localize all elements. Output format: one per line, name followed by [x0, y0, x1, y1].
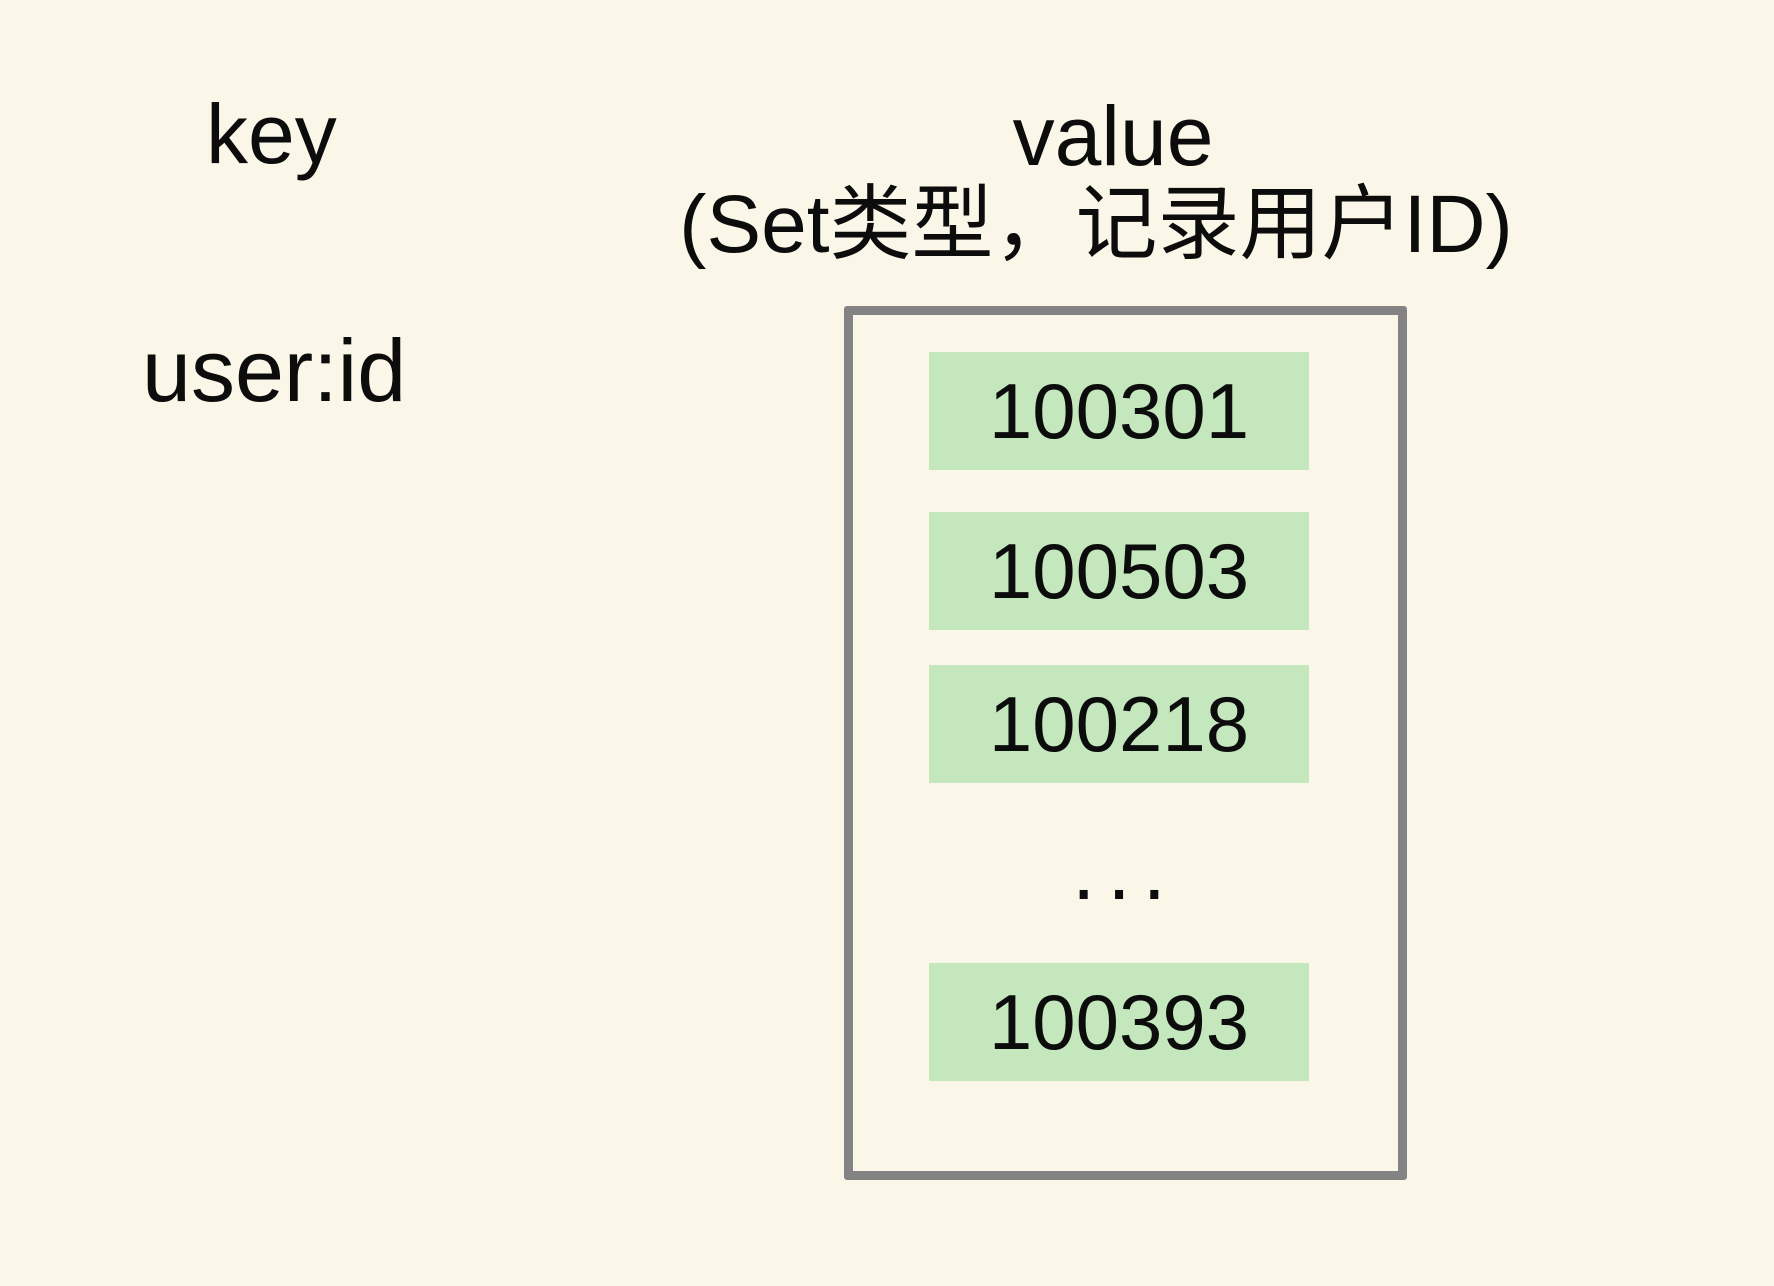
set-member-cell: 100503	[929, 512, 1309, 630]
value-column-label: value	[1012, 89, 1214, 183]
ellipsis: ...	[1071, 823, 1178, 917]
value-column-subtitle: (Set类型，记录用户ID)	[679, 179, 1513, 270]
value-set-box: 100301 100503 100218 ... 100393	[844, 306, 1407, 1180]
key-name: user:id	[142, 321, 407, 420]
key-column-label: key	[206, 87, 337, 181]
set-member-cell: 100301	[929, 352, 1309, 470]
set-member-cell: 100218	[929, 665, 1309, 783]
set-member-cell: 100393	[929, 963, 1309, 1081]
